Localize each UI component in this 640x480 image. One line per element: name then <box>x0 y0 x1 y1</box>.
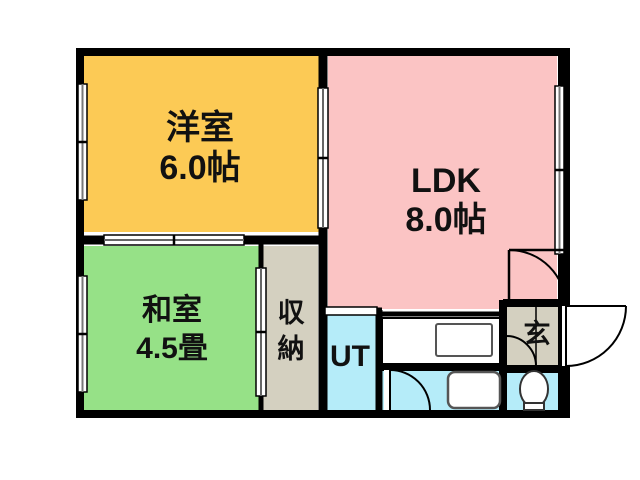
entrance-label: 玄 <box>524 318 551 349</box>
closet-label-line2: 納 <box>278 333 305 364</box>
western-room-label-size: 6.0帖 <box>159 149 240 187</box>
kitchen-counter <box>381 317 501 365</box>
japanese-room-label-size: 4.5畳 <box>136 332 208 365</box>
kitchen-sink <box>435 323 493 357</box>
outer-wall-east <box>562 48 570 418</box>
ldk-label-size: 8.0帖 <box>405 201 486 239</box>
closet-area <box>260 246 318 410</box>
door-ldk-entrance[interactable] <box>507 248 567 308</box>
ldk-area <box>328 56 557 309</box>
sliding-door-bedroom-ldk[interactable] <box>317 87 329 229</box>
sliding-door-closet[interactable] <box>255 267 267 397</box>
sliding-door-bedroom-tatami[interactable] <box>103 234 245 246</box>
window-west-bedroom <box>77 83 88 201</box>
utility-area <box>322 310 376 410</box>
western-room-label-name: 洋室 <box>166 108 234 147</box>
closet-label-line1: 収 <box>278 298 306 328</box>
window-east-ldk <box>554 85 565 255</box>
ldk-label-name: LDK <box>411 162 481 200</box>
sliding-door-utility[interactable] <box>324 306 378 316</box>
door-entrance-inner[interactable] <box>505 306 537 367</box>
toilet-bowl <box>519 370 549 411</box>
bathtub <box>446 370 502 410</box>
western-room-area <box>84 56 320 232</box>
utility-label: UT <box>330 340 370 373</box>
japanese-room-label-name: 和室 <box>142 293 202 327</box>
door-bath[interactable] <box>384 369 431 411</box>
window-west-tatami <box>77 275 88 393</box>
door-front-entrance[interactable] <box>562 305 627 367</box>
japanese-room-area <box>84 246 260 410</box>
